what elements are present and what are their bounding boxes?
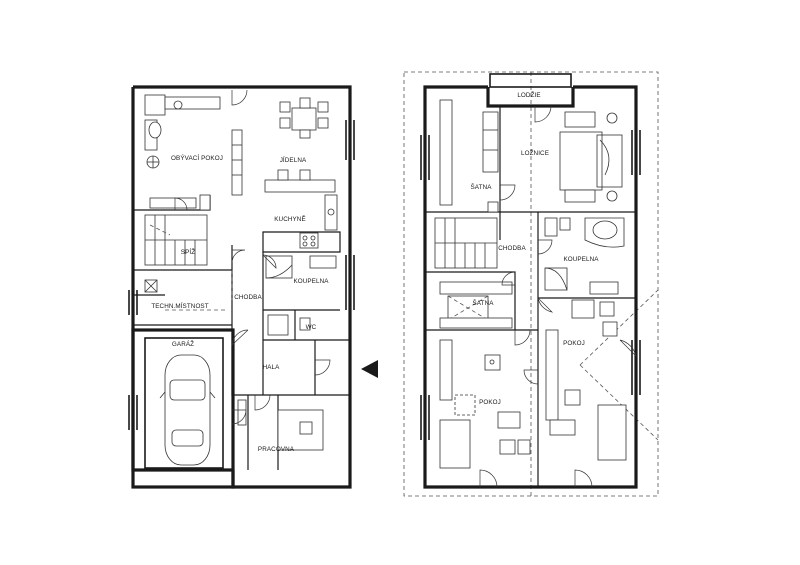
room-label-loggia: LODŽIE — [517, 90, 540, 99]
ground-doors — [174, 89, 331, 425]
ground-bathroom-fixtures — [265, 255, 337, 336]
room-label-upper-bathroom: KOUPELNA — [563, 256, 599, 263]
garage-walls — [131, 328, 235, 489]
bedroom-furniture — [559, 111, 623, 203]
upper-windows — [420, 130, 641, 440]
room-label-living: OBÝVACÍ POKOJ — [171, 153, 223, 162]
room-label-wc: WC — [306, 324, 317, 331]
loggia-top — [489, 73, 572, 88]
room-label-wardrobe-2: ŠATNA — [472, 298, 494, 307]
wardrobe-1-furniture — [439, 99, 499, 213]
ground-floor-plan: OBÝVACÍ POKOJ JÍDELNA KUCHYNĚ SPÍŽ KOUPE… — [128, 85, 355, 489]
kitchen-furniture — [264, 169, 338, 249]
ground-staircase — [144, 214, 208, 266]
loggia-walls — [486, 87, 575, 108]
dining-table — [279, 97, 329, 139]
room-left-furniture — [439, 339, 531, 469]
car-icon — [159, 354, 216, 466]
room-label-garage: GARÁŽ — [172, 339, 194, 348]
wardrobe-2-furniture — [439, 281, 513, 329]
upper-doors — [479, 105, 637, 488]
triangle-arrow-left-icon — [361, 360, 378, 378]
upper-floor-plan: LODŽIE LOŽNICE ŠATNA CHODBA KOUPELNA ŠAT… — [403, 71, 659, 497]
room-right-furniture — [545, 299, 627, 461]
room-label-dining: JÍDELNA — [280, 155, 307, 164]
tech-room-fixtures — [144, 270, 233, 311]
upper-outer-wall — [423, 85, 638, 489]
upper-bathroom-fixtures — [544, 217, 625, 295]
room-label-tech-room: TECHN.MÍSTNOST — [151, 301, 208, 310]
room-label-ground-bathroom: KOUPELNA — [293, 278, 329, 285]
room-label-study: PRACOVNA — [258, 446, 295, 453]
room-label-kitchen: KUCHYNĚ — [274, 214, 306, 223]
room-label-pantry: SPÍŽ — [181, 247, 195, 256]
room-label-room-left: POKOJ — [479, 399, 501, 406]
living-room-furniture — [144, 94, 243, 211]
upper-partitions — [425, 106, 636, 487]
room-label-bedroom: LOŽNICE — [521, 148, 549, 157]
garage-inner — [144, 337, 224, 469]
room-label-room-right: POKOJ — [563, 340, 585, 347]
room-label-wardrobe-1: ŠATNA — [470, 182, 492, 191]
ground-windows — [128, 120, 355, 430]
study-furniture — [237, 399, 324, 451]
room-label-ground-corridor: CHODBA — [234, 294, 262, 301]
upper-staircase — [434, 217, 498, 269]
room-label-upper-corridor: CHODBA — [498, 245, 526, 252]
room-label-hall: HALA — [263, 364, 281, 371]
